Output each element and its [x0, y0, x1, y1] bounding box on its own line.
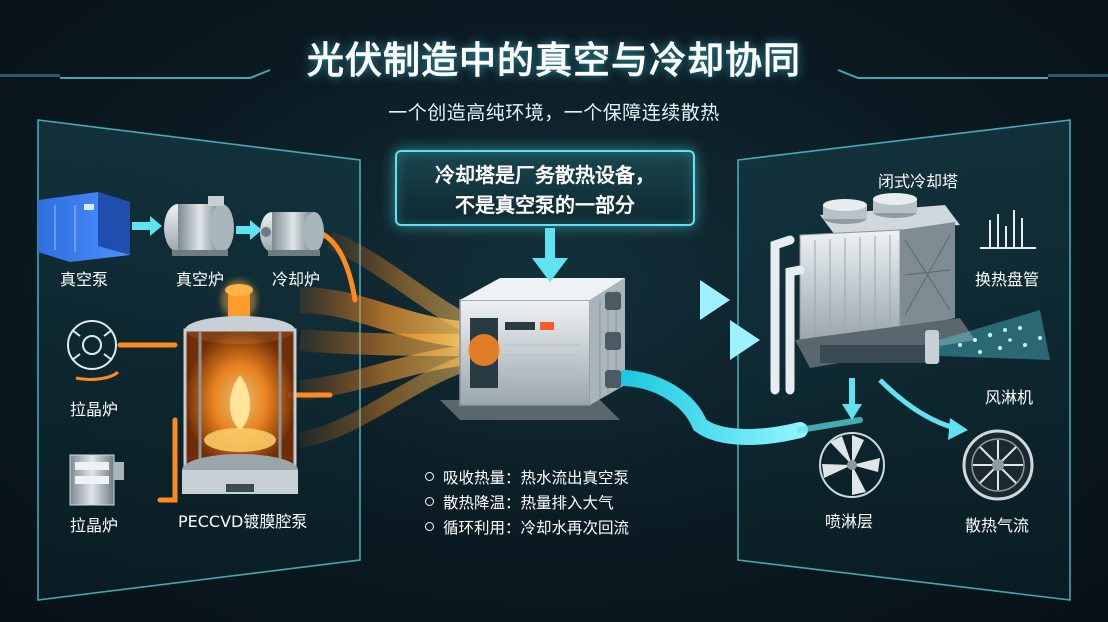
label-crystal-puller-1: 拉晶炉	[70, 400, 119, 419]
callout-line-1: 冷却塔是厂务散热设备，	[435, 163, 655, 187]
title-decoration	[0, 69, 1108, 79]
callout-pointer-arrow	[532, 228, 568, 282]
label-crystal-puller-2: 拉晶炉	[70, 516, 119, 535]
page-subtitle: 一个创造高纯环境，一个保障连续散热	[388, 102, 720, 124]
crystal-puller-icon-2	[69, 454, 124, 506]
fan-spray-icon	[925, 310, 1050, 364]
bullet-icon	[425, 472, 434, 481]
process-step: 循环利用：冷却水再次回流	[425, 514, 629, 539]
spray-layer-icon	[819, 432, 885, 498]
bullet-icon	[425, 497, 434, 506]
crystal-puller-icon-1	[67, 320, 120, 381]
label-pecvd: PECCVD镀膜腔泵	[178, 512, 308, 531]
label-heat-airflow: 散热气流	[965, 516, 1030, 535]
airflow-fan-icon	[962, 429, 1034, 501]
flow-arrow-1	[132, 216, 162, 236]
label-heat-exchange-coil: 换热盘管	[975, 270, 1040, 289]
page-title: 光伏制造中的真空与冷却协同	[307, 39, 801, 82]
cooling-furnace-icon	[260, 212, 324, 256]
process-step: 吸收热量：热水流出真空泵	[425, 464, 629, 489]
vacuum-pump-icon	[38, 192, 130, 262]
step-text: 吸收热量：热水流出真空泵	[443, 468, 630, 487]
pipe-valves	[605, 292, 621, 388]
label-closed-cooling-tower: 闭式冷却塔	[878, 172, 959, 191]
vacuum-furnace-icon	[164, 196, 234, 256]
label-spray-layer: 喷淋层	[825, 512, 874, 531]
label-vacuum-furnace: 真空炉	[176, 270, 225, 289]
heat-exchanger-unit	[440, 278, 625, 420]
process-steps-list: 吸收热量：热水流出真空泵 散热降温：热量排入大气 循环利用：冷却水再次回流	[425, 464, 629, 539]
process-step: 散热降温：热量排入大气	[425, 489, 629, 514]
flow-arrow-2	[236, 220, 262, 240]
step-text: 散热降温：热量排入大气	[443, 493, 614, 512]
heat-pipes	[117, 229, 358, 503]
label-air-shower: 风淋机	[985, 388, 1034, 407]
bullet-icon	[425, 522, 434, 531]
cooling-water-pipes	[617, 292, 863, 445]
coil-icon	[980, 210, 1036, 249]
callout-line-2: 不是真空泵的一部分	[455, 193, 635, 217]
water-flow-arrows	[700, 280, 760, 360]
label-vacuum-pump: 真空泵	[60, 270, 109, 289]
label-cooling-furnace: 冷却炉	[272, 270, 321, 289]
pecvd-furnace-icon	[182, 280, 298, 494]
callout-box: 冷却塔是厂务散热设备， 不是真空泵的一部分	[395, 150, 695, 226]
step-text: 循环利用：冷却水再次回流	[443, 518, 630, 537]
tower-flow-arrows	[842, 378, 968, 440]
